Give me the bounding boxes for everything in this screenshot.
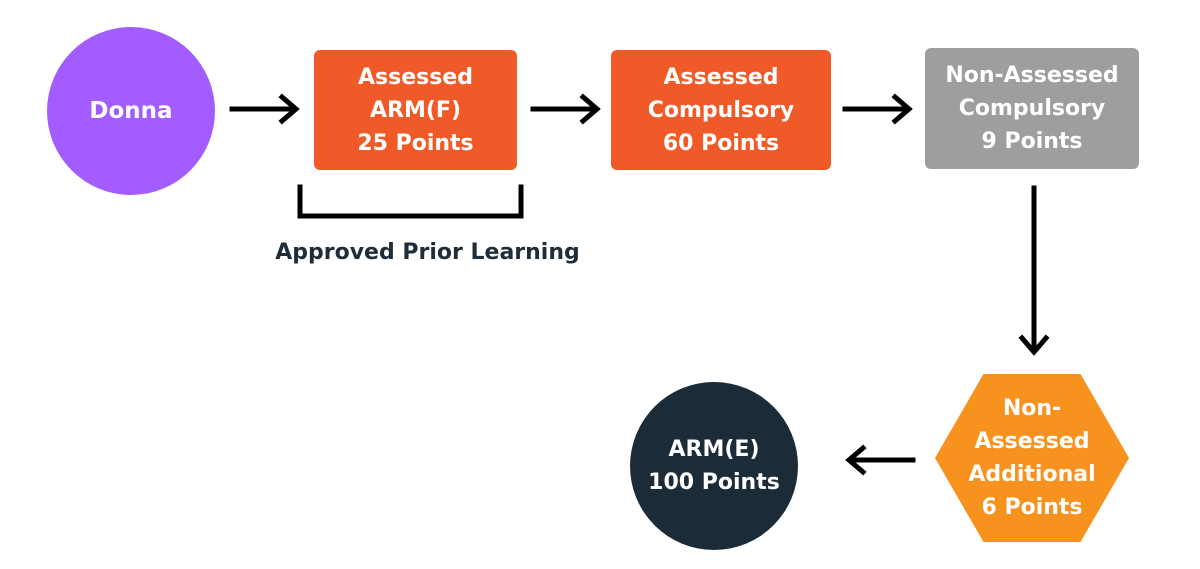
- node-non-assessed-additional-line-1: Non-: [1002, 396, 1062, 421]
- node-assessed-compulsory-line-1: Assessed: [663, 64, 779, 90]
- node-non-assessed-compulsory-line-1: Non-Assessed: [945, 63, 1119, 88]
- node-assessed-arm-f-line-1: Assessed: [358, 64, 473, 90]
- node-assessed-arm-f: Assessed ARM(F) 25 Points: [314, 50, 517, 170]
- arrow-additional-to-arm-e: [845, 444, 916, 476]
- node-donna: Donna: [47, 27, 215, 195]
- node-non-assessed-additional-line-2: Assessed: [974, 429, 1090, 454]
- arrow-donna-to-arm-f: [229, 93, 300, 125]
- node-arm-e-line-1: ARM(E): [668, 437, 760, 462]
- node-assessed-compulsory-line-3: 60 Points: [662, 130, 780, 156]
- node-assessed-compulsory: Assessed Compulsory 60 Points: [611, 50, 831, 170]
- bracket-label-approved-prior-learning: Approved Prior Learning: [275, 240, 580, 265]
- node-non-assessed-compulsory-line-2: Compulsory: [958, 96, 1106, 121]
- arrow-non-assessed-to-additional: [1018, 185, 1050, 356]
- node-arm-e: ARM(E) 100 Points: [630, 382, 798, 550]
- bracket-approved-prior-learning: [297, 184, 524, 219]
- arrow-arm-f-to-compulsory: [530, 93, 601, 125]
- node-non-assessed-compulsory: Non-Assessed Compulsory 9 Points: [925, 48, 1139, 169]
- node-non-assessed-compulsory-line-3: 9 Points: [981, 129, 1083, 154]
- node-donna-label: Donna: [89, 98, 173, 124]
- node-assessed-arm-f-line-2: ARM(F): [370, 97, 461, 123]
- arrow-compulsory-to-non-assessed: [842, 93, 913, 125]
- node-assessed-compulsory-line-2: Compulsory: [647, 97, 795, 123]
- node-non-assessed-additional-line-3: Additional: [968, 462, 1096, 487]
- node-arm-e-line-2: 100 Points: [648, 470, 780, 495]
- node-non-assessed-additional-line-4: 6 Points: [981, 495, 1083, 520]
- node-assessed-arm-f-line-3: 25 Points: [357, 130, 474, 156]
